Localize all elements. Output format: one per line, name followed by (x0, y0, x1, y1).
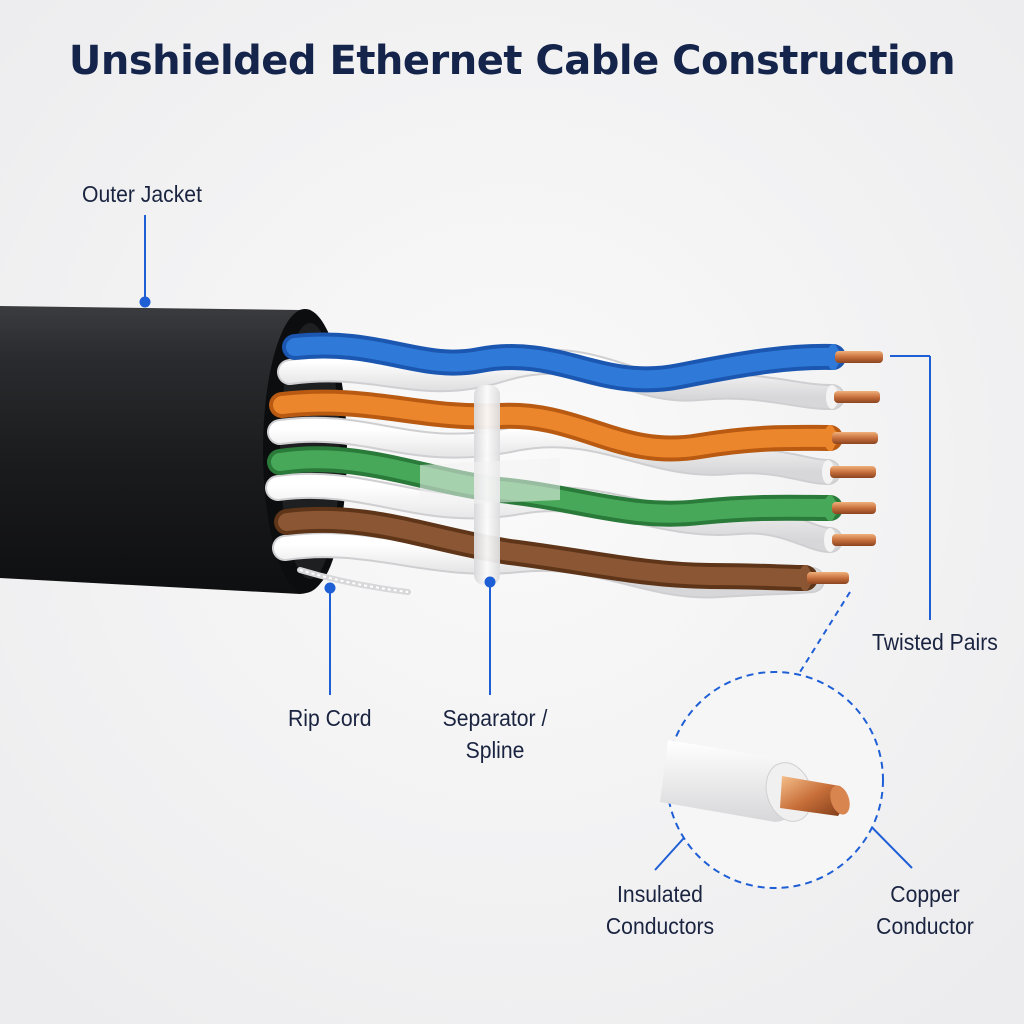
twisted-pairs (265, 332, 883, 599)
insulation-ends (799, 344, 839, 591)
label-insulated-conductors: Insulated Conductors (600, 878, 720, 942)
label-outer-jacket: Outer Jacket (82, 181, 202, 207)
label-copper-line2: Conductor (876, 913, 974, 939)
label-separator-spline: Separator / Spline (435, 702, 555, 766)
copper-conductor-closeup (780, 776, 850, 816)
label-copper-line1: Copper (890, 881, 960, 907)
pair-brown (272, 506, 825, 599)
pair-green (265, 446, 843, 553)
label-copper-conductor: Copper Conductor (865, 878, 985, 942)
pair-blue (277, 332, 846, 411)
rip-cord (297, 567, 411, 595)
separator-spline (420, 385, 560, 585)
copper-tips (807, 351, 883, 584)
label-separator-line2: Spline (465, 737, 525, 763)
label-separator-line1: Separator / (442, 705, 548, 731)
pair-orange (267, 389, 843, 485)
label-rip-cord: Rip Cord (288, 705, 372, 731)
page-title: Unshielded Ethernet Cable Construction (68, 38, 956, 84)
label-insulated-line2: Conductors (605, 913, 715, 939)
label-twisted-pairs: Twisted Pairs (872, 629, 998, 655)
label-insulated-line1: Insulated (617, 881, 703, 907)
zoom-detail (660, 671, 884, 889)
